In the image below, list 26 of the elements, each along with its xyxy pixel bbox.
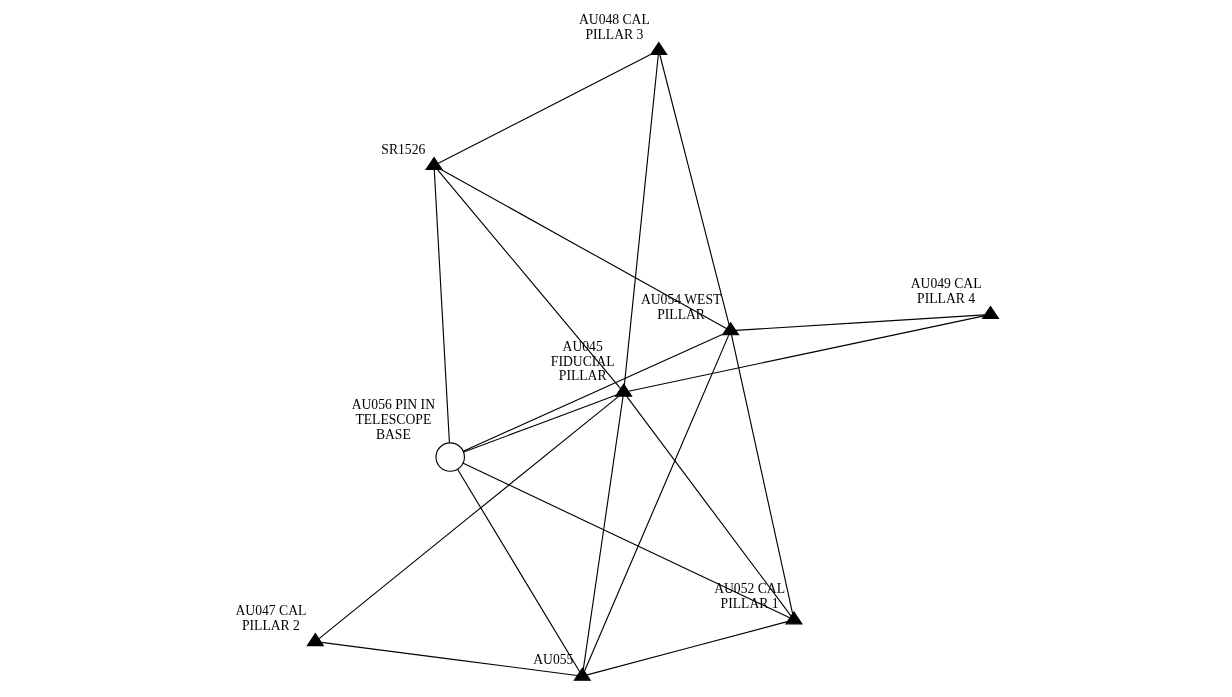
connector <box>462 333 723 452</box>
node-label: AU048 CAL PILLAR 3 <box>578 11 650 42</box>
node-label: AU055 <box>532 652 573 668</box>
connector <box>734 314 985 331</box>
connector <box>436 169 621 390</box>
connector <box>586 621 788 676</box>
connector <box>440 169 727 329</box>
connector <box>625 396 792 617</box>
connector <box>462 462 790 619</box>
connector <box>462 394 617 453</box>
connector <box>730 334 793 615</box>
node-label: AU047 CAL PILLAR 2 <box>235 602 306 633</box>
connector <box>317 396 619 640</box>
connector <box>582 395 624 671</box>
node-label: SR1526 <box>380 141 425 157</box>
node-label: AU049 CAL PILLAR 4 <box>910 275 982 306</box>
connector <box>583 334 729 672</box>
node-circle <box>434 442 465 472</box>
connector <box>627 315 985 392</box>
connector <box>658 53 730 326</box>
connector <box>437 54 651 164</box>
connector <box>320 641 578 677</box>
node-label: AU056 PIN IN TELESCOPE BASE <box>351 397 435 442</box>
connector <box>623 53 659 386</box>
connector <box>433 169 450 444</box>
connector <box>456 468 580 673</box>
